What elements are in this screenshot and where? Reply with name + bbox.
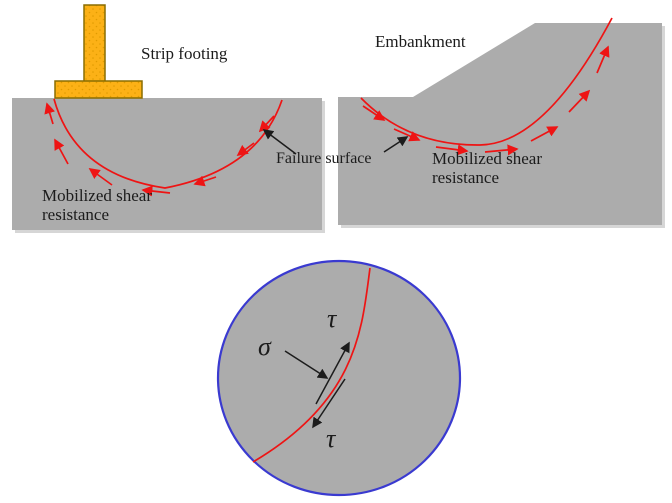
- failure-surface-arc-footing: [53, 98, 283, 189]
- shear-stress-arrow-down-icon: [312, 378, 346, 429]
- shear-stress-arrow-up-icon: [315, 341, 350, 405]
- leader-arrow-left-icon: [262, 129, 297, 155]
- strip-footing-label: Strip footing: [141, 44, 228, 63]
- failure-surface-label: Failure surface: [276, 150, 372, 167]
- embankment-body: [338, 23, 662, 225]
- embankment-label: Embankment: [375, 32, 466, 51]
- sigma-symbol: σ: [258, 332, 271, 361]
- mobilized-shear-label-footing: Mobilized shear resistance: [42, 186, 152, 224]
- tau-symbol-top: τ: [327, 304, 337, 333]
- tau-symbol-bottom: τ: [326, 424, 336, 453]
- mobilized-shear-arrows-footing: [44, 102, 275, 197]
- mobilized-shear-arrows-embankment: [362, 45, 610, 156]
- normal-stress-arrow-icon: [284, 350, 329, 379]
- leader-arrow-right-icon: [383, 136, 409, 153]
- strip-footing-diagram: [12, 4, 322, 230]
- stress-circle: [216, 259, 462, 497]
- mobilized-shear-line1: Mobilized shear: [432, 149, 542, 168]
- failure-surface-arc-embankment: [360, 17, 613, 146]
- failure-surface-arc-circle: [252, 267, 371, 463]
- mobilized-shear-line2: resistance: [432, 167, 500, 187]
- strip-footing-pad: [54, 80, 143, 99]
- mobilized-shear-line1: Mobilized shear: [42, 186, 152, 205]
- mobilized-shear-label-embankment: Mobilized shear resistance: [432, 149, 542, 187]
- failure-surface-leader-arrows: [262, 129, 409, 155]
- stress-circle-diagram: [216, 259, 462, 497]
- mobilized-shear-line2: resistance: [42, 204, 110, 224]
- embankment-diagram: [338, 17, 662, 225]
- strip-footing-column: [83, 4, 106, 83]
